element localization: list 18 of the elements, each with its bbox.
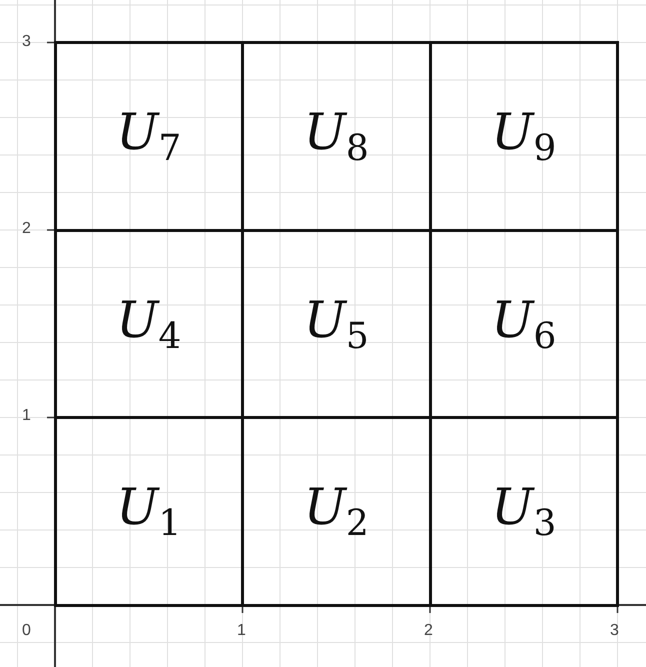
axis-tick-label: 1 [22,407,31,425]
cell-label: U$_{1}$ [116,478,182,544]
cell-label: U$_{5}$ [304,290,369,357]
grid-cell [54,41,244,232]
axis-tick-label: 1 [237,622,246,640]
axis-tick-label: 2 [22,220,31,238]
cell-label: U$_{2}$ [304,478,369,544]
cell-label: U$_{9}$ [491,103,556,170]
axis-tick-label: 3 [22,33,31,51]
axis-tick-label: 0 [22,622,31,640]
cell-label: U$_{6}$ [491,290,556,357]
axis-tick-label: 2 [424,622,433,640]
cell-label: U$_{4}$ [116,290,182,357]
cell-label: U$_{7}$ [116,103,182,170]
cell-label: U$_{8}$ [304,103,369,170]
grid-cell [54,416,244,606]
axis-tick-label: 3 [610,622,619,640]
cell-label: U$_{3}$ [491,478,556,544]
